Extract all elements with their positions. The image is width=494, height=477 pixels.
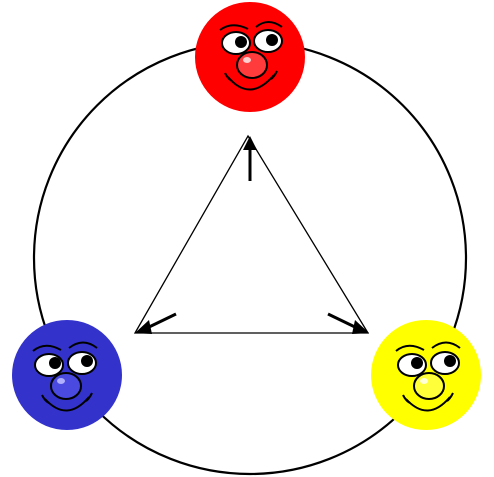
face-red-nose xyxy=(237,52,267,78)
face-blue-nose xyxy=(51,373,81,399)
face-yellow-nose xyxy=(414,373,444,399)
arrow-left xyxy=(147,314,176,328)
face-red xyxy=(195,2,305,112)
face-yellow xyxy=(371,320,481,430)
arrow-right xyxy=(328,314,357,328)
arrow-left-head xyxy=(135,320,152,334)
arrow-top-head xyxy=(243,136,257,150)
corner-arrows xyxy=(135,136,369,334)
face-blue xyxy=(12,320,122,430)
arrow-right-head xyxy=(352,320,369,334)
